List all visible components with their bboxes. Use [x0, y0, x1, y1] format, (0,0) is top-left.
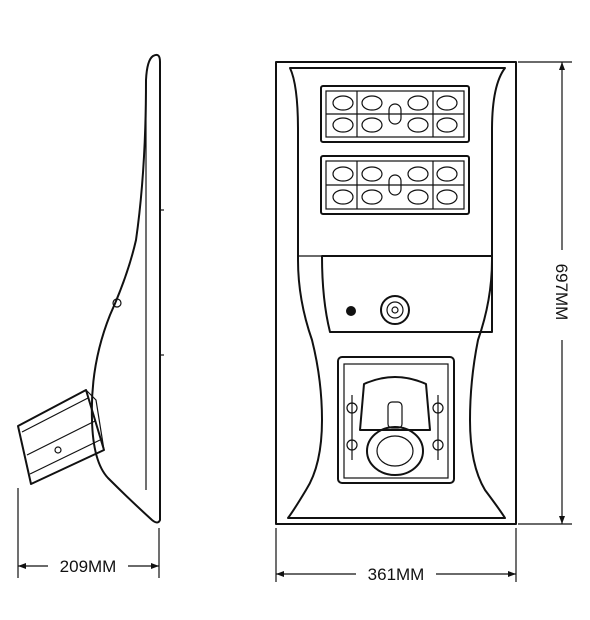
- sensor-ring: [380, 295, 410, 325]
- led-module-top: [320, 85, 470, 143]
- front-view: [275, 61, 517, 525]
- side-width-label: 209MM: [60, 557, 117, 576]
- side-mounting-arm: [17, 389, 105, 485]
- front-width-dimension: 361MM: [275, 528, 517, 584]
- side-view: [17, 53, 164, 524]
- control-panel: [298, 255, 493, 333]
- pole-mount: [337, 356, 455, 484]
- side-stud: [112, 298, 122, 308]
- side-width-dimension: 209MM: [17, 488, 160, 578]
- front-frame: [275, 61, 517, 525]
- side-arm-bolt: [54, 446, 62, 454]
- side-housing: [90, 53, 161, 524]
- height-label: 697MM: [552, 264, 571, 321]
- indicator-dot: [346, 306, 356, 316]
- front-inner-contour: [287, 67, 506, 519]
- front-width-label: 361MM: [368, 565, 425, 584]
- led-module-bottom: [320, 155, 470, 215]
- height-dimension: 697MM: [518, 61, 572, 525]
